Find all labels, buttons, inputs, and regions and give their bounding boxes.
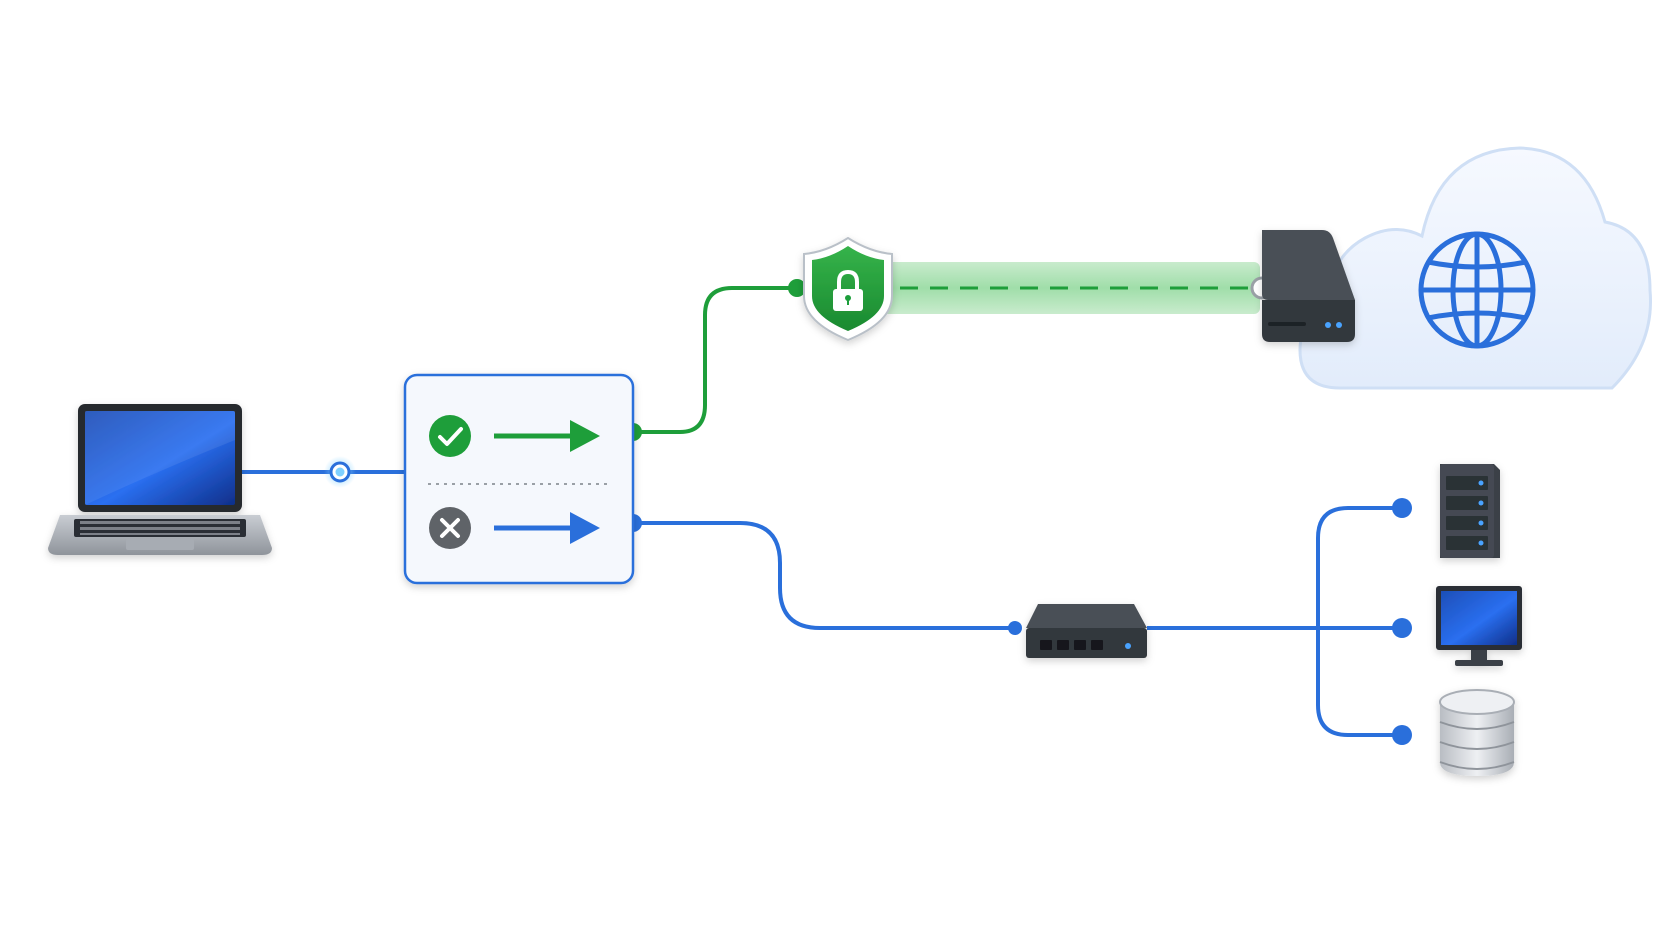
shield-lock-icon[interactable] xyxy=(803,236,893,342)
arrow-right-icon xyxy=(570,420,600,452)
cloud-globe-icon[interactable] xyxy=(1298,146,1653,390)
globe-icon xyxy=(1418,231,1536,349)
laptop-icon[interactable] xyxy=(48,404,272,555)
switch-icon[interactable] xyxy=(1026,604,1147,658)
desktop-monitor-icon[interactable] xyxy=(1436,586,1522,666)
link-switch-database xyxy=(1316,628,1402,737)
rule-blocked[interactable] xyxy=(429,507,600,549)
database-icon[interactable] xyxy=(1439,689,1515,776)
link-panel-vpn xyxy=(633,286,797,434)
link-panel-switch xyxy=(633,521,1015,630)
rule-panel[interactable] xyxy=(403,373,635,585)
tower-server-icon[interactable] xyxy=(1440,464,1500,558)
arrow-right-icon xyxy=(570,512,600,544)
link-switch-server xyxy=(1316,506,1402,628)
check-circle-icon xyxy=(429,415,471,457)
rule-allowed[interactable] xyxy=(429,415,600,457)
server-box-icon[interactable] xyxy=(1262,230,1355,342)
